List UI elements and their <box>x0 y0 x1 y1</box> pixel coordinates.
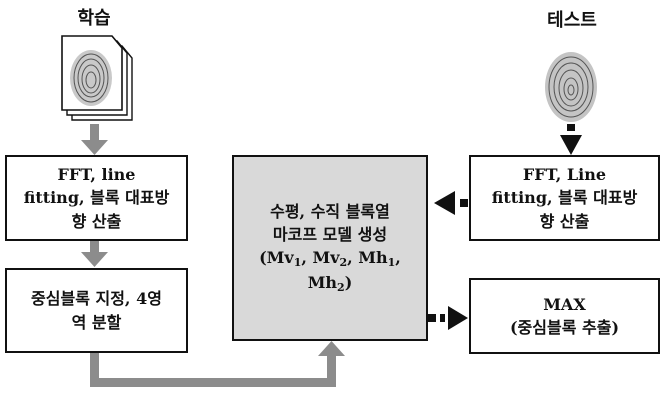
max-box: MAX (중심블록 추출) <box>469 278 660 354</box>
formula-mh1: , Mh <box>347 248 387 267</box>
formula-close: ) <box>345 273 353 292</box>
test-fft-line-3: 향 산출 <box>492 210 638 233</box>
markov-model-line-2: 마코프 모델 생성 <box>259 223 401 246</box>
center-block-line-2: 역 분할 <box>31 311 162 334</box>
formula-comma: , <box>395 248 401 267</box>
max-line-1: MAX <box>510 293 619 316</box>
max-line-2: (중심블록 추출) <box>510 316 619 339</box>
markov-model-line-1: 수평, 수직 블록열 <box>259 200 401 223</box>
markov-model-box: 수평, 수직 블록열 마코프 모델 생성 (Mv1, Mv2, Mh1, Mh2… <box>232 155 428 341</box>
formula-open: (Mv <box>259 248 294 267</box>
formula-sub-4: 2 <box>337 281 345 294</box>
markov-model-formula-line-2: Mh2) <box>259 271 401 296</box>
train-fft-line-3: 향 산출 <box>24 210 170 233</box>
test-fft-line-1: FFT, Line <box>492 163 638 186</box>
test-label: 테스트 <box>530 6 614 32</box>
center-block-box: 중심블록 지정, 4영 역 분할 <box>5 268 188 353</box>
arrow-test-to-fft <box>560 124 582 155</box>
test-fft-line-2: fitting, 블록 대표방 <box>492 186 638 209</box>
train-fft-line-2: fitting, 블록 대표방 <box>24 186 170 209</box>
test-fingerprint-icon <box>545 52 597 122</box>
formula-mv2: , Mv <box>301 248 339 267</box>
arrow-train-to-fft <box>81 124 108 155</box>
arrow-fft-to-model <box>434 191 468 215</box>
test-fft-box: FFT, Line fitting, 블록 대표방 향 산출 <box>469 155 660 241</box>
center-block-line-1: 중심블록 지정, 4영 <box>31 287 162 310</box>
training-fingerprint-stack-icon <box>62 36 132 120</box>
formula-mh2: Mh <box>308 273 337 292</box>
train-label: 학습 <box>62 4 126 30</box>
arrow-model-to-max <box>428 306 468 330</box>
formula-sub-2: 2 <box>340 256 348 269</box>
arrow-fft-to-center <box>81 241 108 267</box>
markov-model-formula-line-1: (Mv1, Mv2, Mh1, <box>259 246 401 271</box>
train-fft-box: FFT, line fitting, 블록 대표방 향 산출 <box>5 155 188 241</box>
train-fft-line-1: FFT, line <box>24 163 170 186</box>
